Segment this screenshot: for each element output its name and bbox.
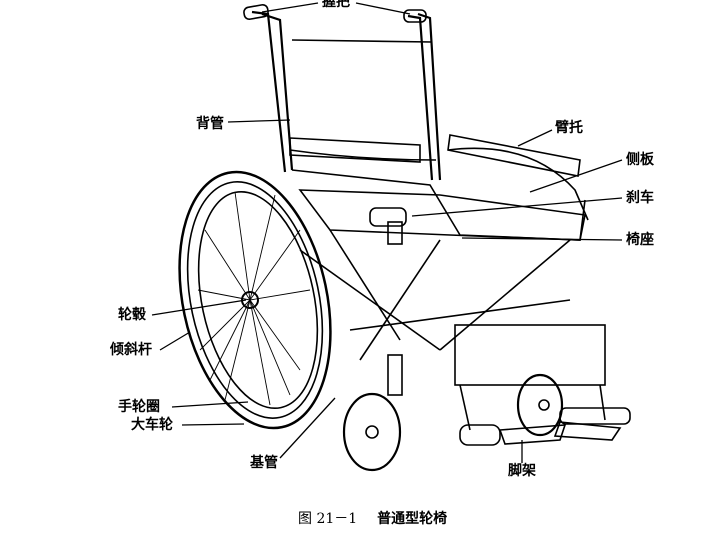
large-wheel [178, 170, 332, 430]
label-large-wheel: 大车轮 [131, 417, 173, 433]
label-seat: 椅座 [626, 232, 654, 248]
figure-title: 普通型轮椅 [377, 511, 448, 527]
footrest [459, 407, 631, 446]
label-footrest: 脚架 [508, 463, 536, 479]
figure-caption: 图 21－1 普通型轮椅 [298, 508, 447, 528]
label-brake: 刹车 [626, 190, 654, 206]
label-hub: 轮毂 [118, 307, 146, 323]
frame [299, 207, 606, 431]
label-handle: 握把 [322, 0, 350, 10]
label-handrim: 手轮圈 [118, 399, 160, 415]
label-side-panel: 侧板 [626, 152, 654, 168]
label-tilt-bar: 倾斜杆 [110, 342, 152, 358]
label-back-tube: 背管 [196, 116, 224, 132]
front-casters [342, 354, 564, 472]
label-base-tube: 基管 [250, 455, 278, 471]
label-armrest: 臂托 [555, 120, 583, 136]
figure-number: 图 21－1 [298, 511, 358, 527]
seat [298, 189, 586, 241]
backrest [243, 3, 442, 181]
